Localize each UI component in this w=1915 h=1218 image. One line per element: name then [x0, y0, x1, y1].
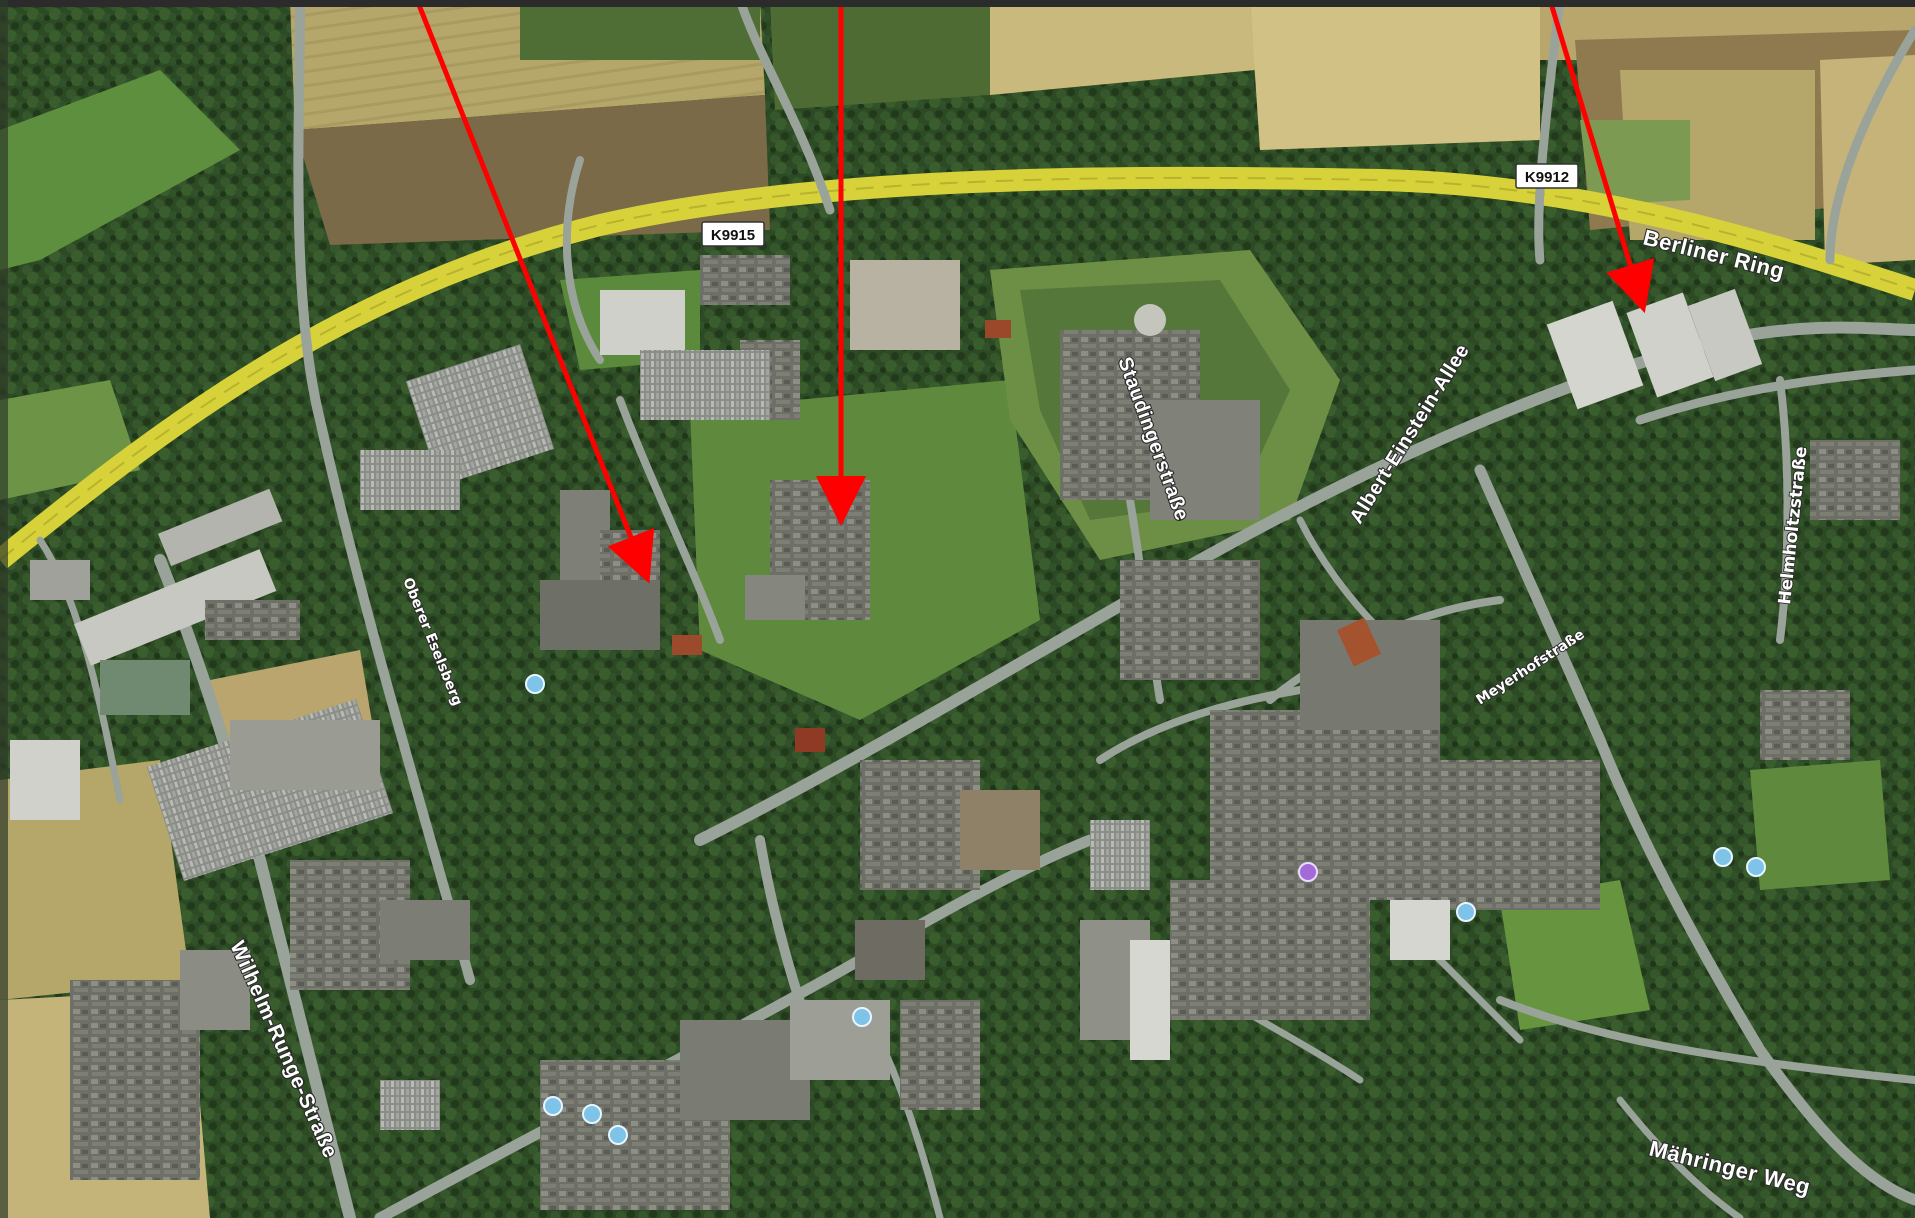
info-pin[interactable]	[582, 1104, 602, 1124]
info-pin[interactable]	[1713, 847, 1733, 867]
annotation-arrows	[414, 0, 1655, 584]
top-bar	[0, 0, 1915, 7]
poi-pin[interactable]	[1298, 862, 1318, 882]
info-pin[interactable]	[543, 1096, 563, 1116]
info-pin[interactable]	[1746, 857, 1766, 877]
helipad-area	[600, 290, 685, 355]
info-pin[interactable]	[525, 674, 545, 694]
map-pins	[525, 674, 1766, 1145]
left-edge	[0, 0, 8, 1218]
info-pin[interactable]	[1456, 902, 1476, 922]
sports-fields	[672, 320, 1382, 752]
fields-north	[290, 0, 1915, 265]
route-shield-k9915: K9915	[701, 221, 765, 247]
annotation-arrow	[1547, 0, 1655, 314]
annotation-arrow	[414, 0, 655, 584]
route-shield-k9912: K9912	[1515, 163, 1579, 189]
info-pin[interactable]	[608, 1125, 628, 1145]
buildings-west	[10, 488, 470, 1180]
info-pin[interactable]	[852, 1007, 872, 1027]
buildings-southeast	[540, 288, 1900, 1210]
svg-text:K9912: K9912	[1525, 169, 1569, 186]
svg-text:K9915: K9915	[711, 227, 755, 244]
secondary-roads	[36, 0, 1915, 1218]
